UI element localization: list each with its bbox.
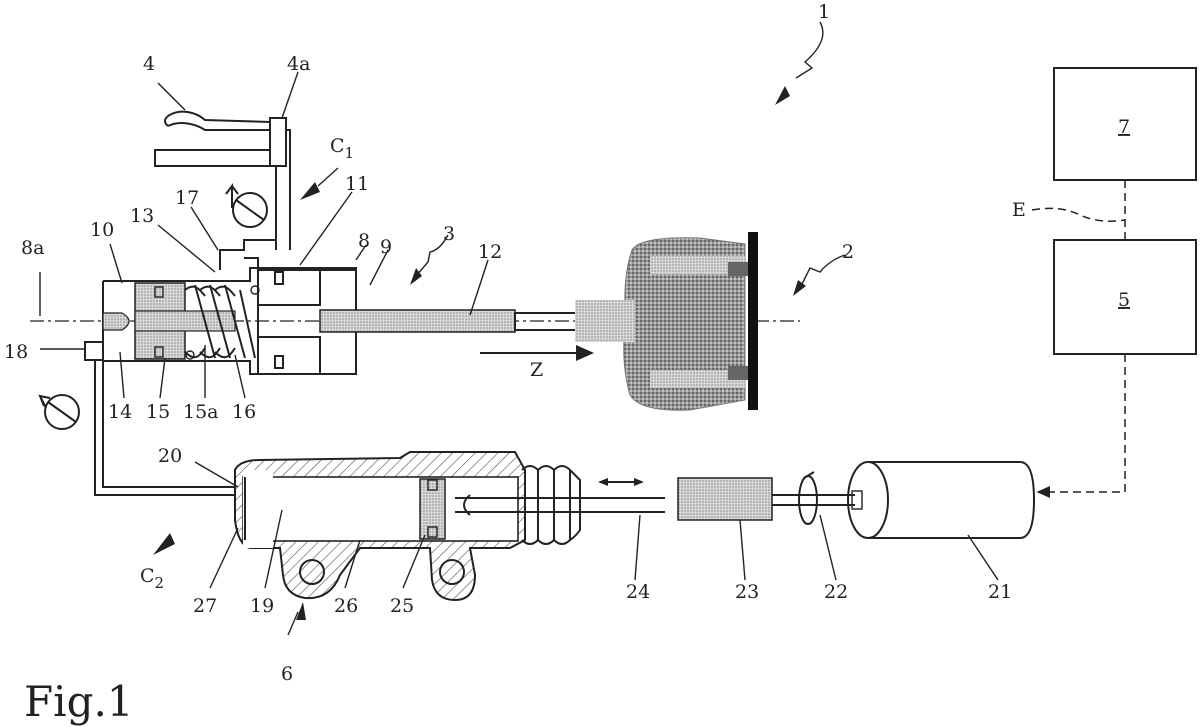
label-15: 15 [146,401,170,423]
clutch-assembly [575,232,758,411]
label-17: 17 [175,187,199,209]
label-13: 13 [130,205,154,227]
label-19: 19 [250,595,274,617]
label-18: 18 [4,341,28,363]
label-21: 21 [988,581,1012,603]
label-4a: 4a [287,53,310,75]
label-c2: C2 [140,565,164,592]
label-27: 27 [193,595,217,617]
master-cylinder [84,239,578,375]
label-23: 23 [735,581,759,603]
label-11: 11 [345,173,369,195]
label-22: 22 [824,581,848,603]
label-26: 26 [334,595,358,617]
label-c1: C1 [330,135,354,162]
label-8: 8 [358,230,370,252]
hydraulic-line-inner [102,360,235,488]
label-15a: 15a [183,401,219,423]
label-5: 5 [1118,289,1130,311]
label-14: 14 [108,401,132,423]
label-9: 9 [380,236,392,258]
label-10: 10 [90,219,114,241]
label-8a: 8a [21,237,44,259]
label-3: 3 [443,223,455,245]
actuator-cylinder [234,451,1036,602]
label-z: Z [530,359,543,381]
hydraulic-line-outer [94,360,235,496]
clutch-pedal [154,110,291,250]
label-1: 1 [818,1,830,23]
label-7: 7 [1118,116,1130,138]
label-20: 20 [158,445,182,467]
rotation-symbol-lower [38,394,80,430]
label-25: 25 [390,595,414,617]
figure-label: Fig.1 [24,677,134,726]
label-16: 16 [232,401,256,423]
label-e: E [1012,199,1026,221]
double-arrow [598,478,644,486]
label-2: 2 [842,241,854,263]
label-4: 4 [143,53,155,75]
rotation-symbol-upper [225,183,268,228]
label-24: 24 [626,581,650,603]
leader-lines [39,21,999,636]
label-6: 6 [281,663,293,685]
label-12: 12 [478,241,502,263]
